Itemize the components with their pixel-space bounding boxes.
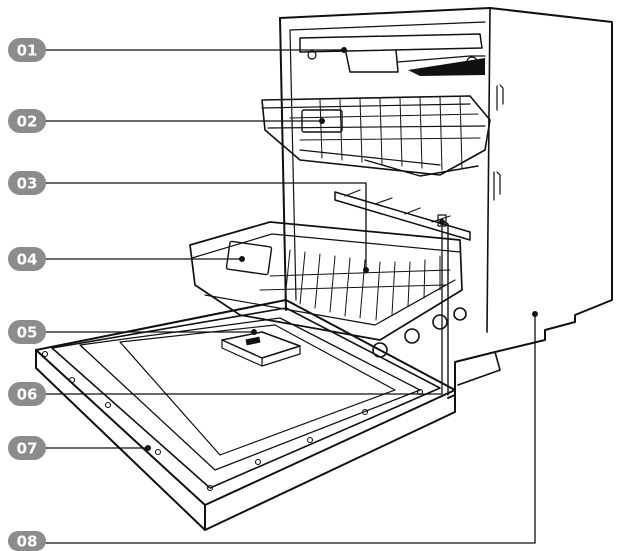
callout-01-label: 01 bbox=[17, 42, 38, 60]
callout-08: 08 bbox=[8, 531, 46, 551]
leader-06-dot bbox=[439, 219, 445, 225]
callout-badges: 01 02 03 04 05 06 07 08 bbox=[8, 38, 46, 551]
upper-basket bbox=[261, 95, 491, 177]
callout-06: 06 bbox=[8, 382, 46, 406]
leader-05-dot bbox=[251, 329, 257, 335]
door-screw-holes bbox=[41, 350, 424, 492]
dishwasher-illustration bbox=[35, 7, 613, 531]
callout-03: 03 bbox=[8, 171, 46, 195]
callout-07: 07 bbox=[8, 436, 46, 460]
callout-05: 05 bbox=[8, 320, 46, 344]
leader-02-dot bbox=[319, 118, 325, 124]
cabinet-side-panel bbox=[447, 7, 613, 399]
leader-03 bbox=[44, 182, 367, 270]
leader-07-dot bbox=[145, 445, 151, 451]
leader-04-dot bbox=[239, 256, 245, 262]
filter-assembly bbox=[437, 214, 449, 396]
leader-lines bbox=[44, 47, 538, 544]
leader-06 bbox=[44, 222, 443, 395]
lower-basket-tines bbox=[259, 249, 451, 321]
callout-02: 02 bbox=[8, 109, 46, 133]
callout-02-label: 02 bbox=[17, 113, 38, 131]
open-door bbox=[35, 299, 456, 531]
detergent-dispenser bbox=[221, 331, 301, 367]
middle-spray-arm bbox=[334, 189, 471, 241]
cabinet-front-frame bbox=[279, 7, 491, 311]
leader-08 bbox=[44, 314, 536, 544]
callout-07-label: 07 bbox=[17, 440, 38, 458]
leader-01-dot bbox=[341, 47, 347, 53]
callout-06-label: 06 bbox=[17, 386, 38, 404]
callout-05-label: 05 bbox=[17, 324, 38, 342]
leader-08-dot bbox=[532, 311, 538, 317]
callout-04-label: 04 bbox=[17, 251, 38, 269]
callout-08-label: 08 bbox=[17, 533, 38, 551]
callout-03-label: 03 bbox=[17, 175, 38, 193]
upper-spray-housing bbox=[299, 33, 486, 76]
lower-basket bbox=[189, 221, 467, 358]
callout-01: 01 bbox=[8, 38, 46, 62]
callout-04: 04 bbox=[8, 247, 46, 271]
leader-03-dot bbox=[363, 267, 369, 273]
